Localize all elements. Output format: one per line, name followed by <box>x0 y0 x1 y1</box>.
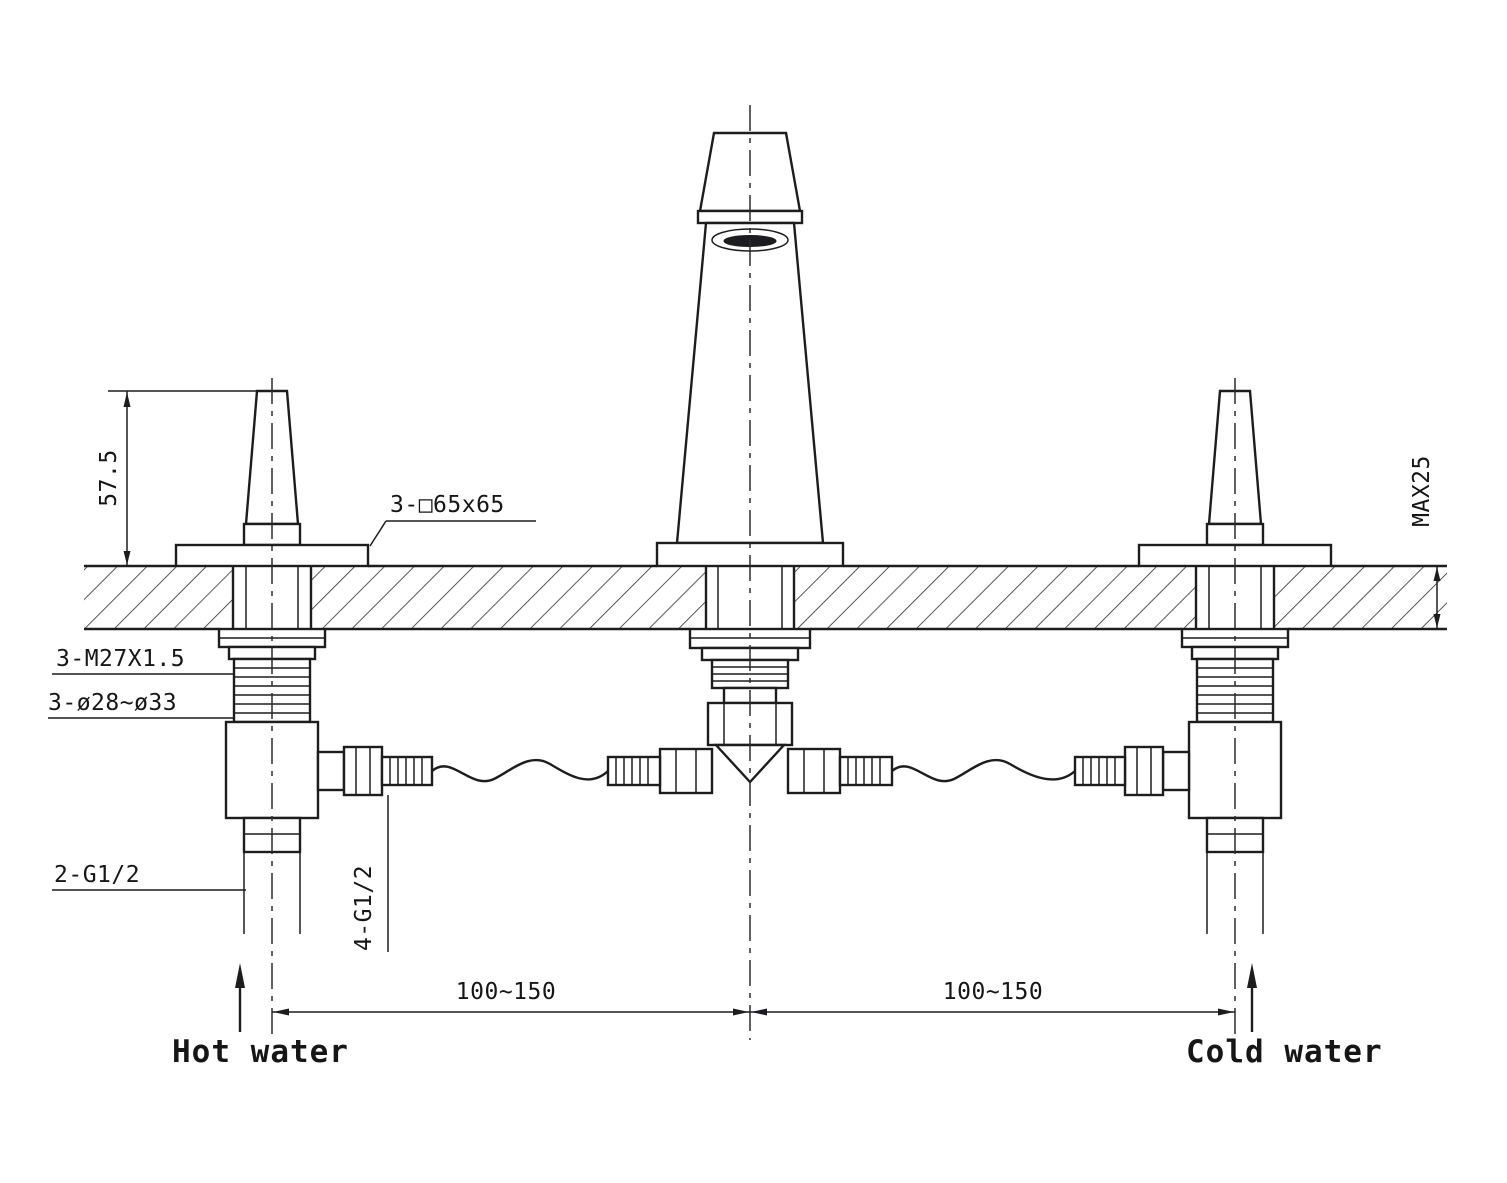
deck-hatch <box>84 566 233 629</box>
hot-valve-assembly <box>174 389 434 934</box>
hole-diameter-label: 3-ø28~ø33 <box>48 690 177 716</box>
max-deck-thickness-dim: MAX25 <box>1409 455 1435 527</box>
left-hose <box>431 758 609 783</box>
hose-thread-label: 4-G1/2 <box>351 865 377 951</box>
right-spacing-dim: 100~150 <box>943 979 1043 1005</box>
left-spacing-dim: 100~150 <box>456 979 556 1005</box>
countertop-section <box>84 564 1447 631</box>
cold-valve-assembly <box>1073 389 1333 934</box>
bottom-inlet-thread-label: 2-G1/2 <box>54 862 140 888</box>
dimensions <box>48 390 1441 1032</box>
tee-right-union-nut <box>786 747 842 795</box>
cold-side-port <box>1161 750 1191 792</box>
hot-water-label: Hot water <box>172 1034 349 1070</box>
flexible-hoses <box>431 758 1076 783</box>
handle-height-dim: 57.5 <box>96 449 122 506</box>
tee-left-union-nut <box>658 747 714 795</box>
mounting-thread-label: 3-M27X1.5 <box>56 646 185 672</box>
deck-hatch <box>794 566 1196 629</box>
right-hose <box>891 758 1076 783</box>
centerlines <box>271 105 1236 1040</box>
annotation-texts: 57.5 3-□65x65 MAX25 3-M27X1.5 3-ø28~ø33 … <box>48 449 1435 1070</box>
escutcheon-size-label: 3-□65x65 <box>390 492 505 518</box>
cold-hose-nut <box>1123 745 1165 797</box>
deck-hatch <box>311 566 706 629</box>
hot-hose-nut <box>342 745 384 797</box>
hot-side-port <box>316 750 346 792</box>
deck-hatch <box>1274 566 1447 629</box>
cold-water-label: Cold water <box>1186 1034 1383 1070</box>
